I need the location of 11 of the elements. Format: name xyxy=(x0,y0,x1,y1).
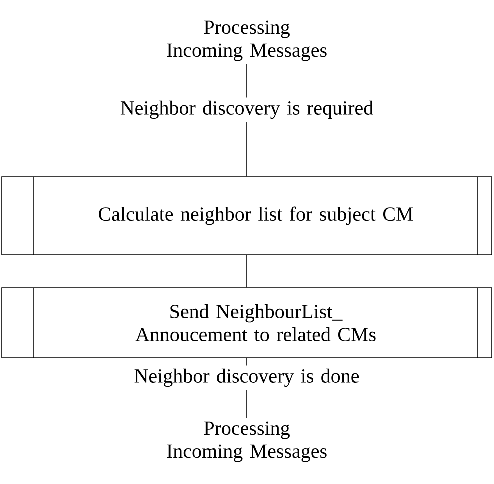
connector-line xyxy=(246,122,248,177)
connector-line xyxy=(246,390,248,419)
connector-line xyxy=(246,358,248,366)
process-box: Send NeighbourList_ Annoucement to related CMs xyxy=(2,288,492,358)
flow-text: Neighbor discovery is done xyxy=(134,368,360,388)
flow-text: Neighbor discovery is required xyxy=(120,100,374,120)
connector-line xyxy=(246,64,248,98)
flow-text: Processing Incoming Messages xyxy=(167,20,327,62)
connector-line xyxy=(246,255,248,288)
flow-text: Processing Incoming Messages xyxy=(167,422,327,462)
process-box: Calculate neighbor list for subject CM xyxy=(2,176,492,256)
